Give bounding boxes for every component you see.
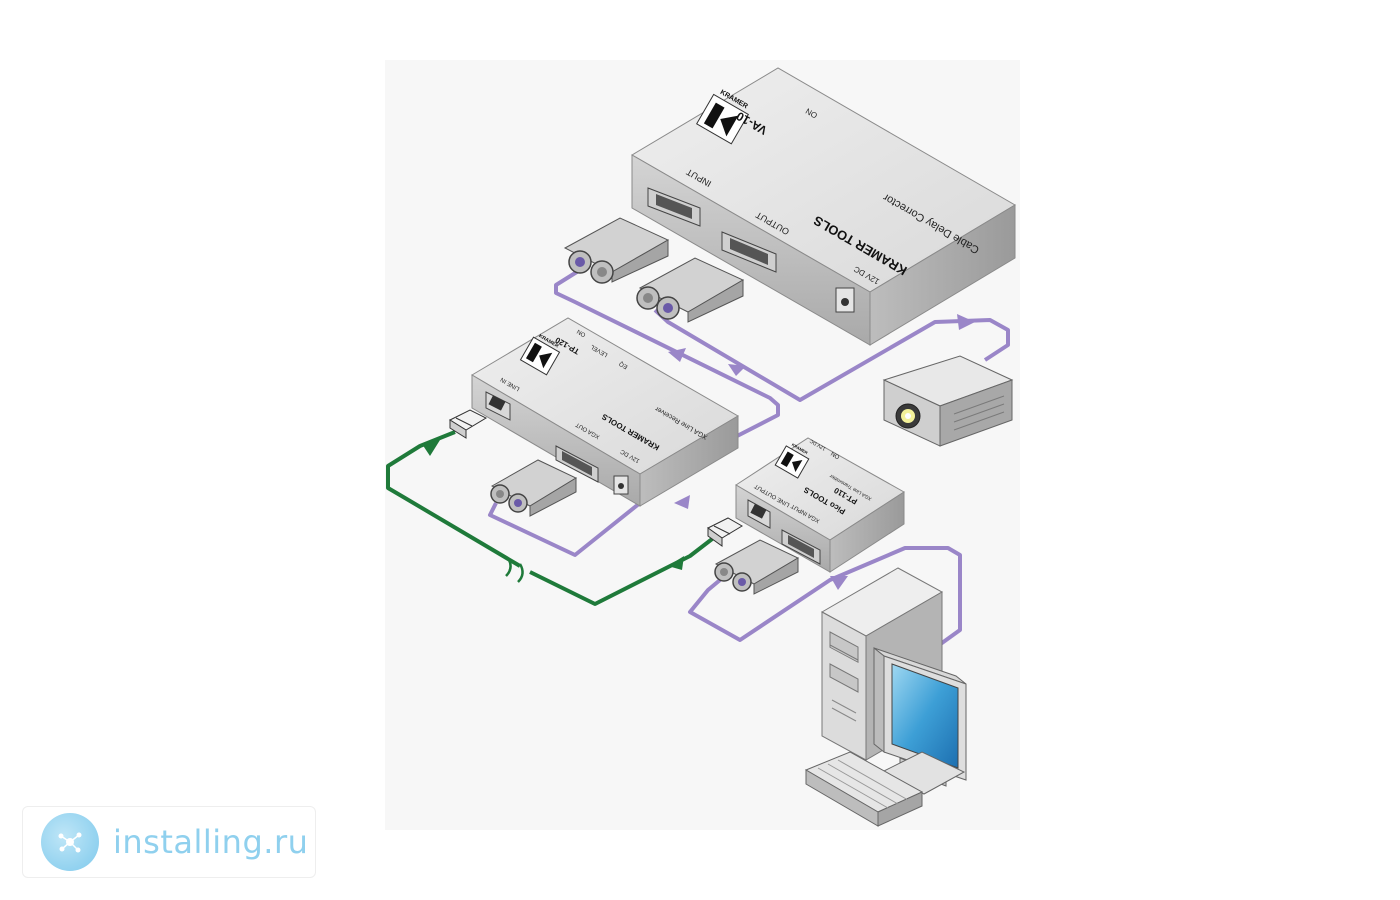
computer-icon xyxy=(804,567,967,827)
arrow-icon xyxy=(668,556,684,570)
va10-output-port xyxy=(721,231,777,273)
arrow-icon xyxy=(957,314,975,330)
pt110-rj45-plug xyxy=(707,517,743,547)
va10-power-port xyxy=(835,287,855,313)
kramer-logo-icon xyxy=(780,451,803,473)
va10-side-face xyxy=(869,204,1016,346)
pt110-on-label: ON xyxy=(830,450,841,460)
tp120-eq-label: EQ xyxy=(618,360,629,370)
tp120-output-plug xyxy=(490,459,578,517)
tp120-side-face xyxy=(639,415,739,507)
projector-icon xyxy=(882,355,1014,447)
device-va10: KRAMER VA-10 ON KRAMER TOOLS Cable Delay… xyxy=(631,67,1016,346)
pt110-line-output-port xyxy=(747,499,771,529)
kramer-logo-icon xyxy=(703,102,739,137)
pt110-input-plug xyxy=(714,539,800,595)
cable-break-icon xyxy=(505,557,524,583)
watermark: installing.ru xyxy=(22,806,316,878)
tp120-on-label: ON xyxy=(576,328,587,338)
arrow-icon xyxy=(830,576,848,590)
watermark-text: installing.ru xyxy=(113,823,309,861)
arrow-icon xyxy=(728,364,746,376)
va10-output-plug xyxy=(636,257,745,323)
tp120-line-in-port xyxy=(485,391,511,421)
tp120-xga-out-port xyxy=(555,445,599,483)
pt110-xga-input-port xyxy=(781,529,821,565)
arrow-icon xyxy=(674,495,690,509)
pc-monitor xyxy=(873,646,967,795)
device-pt110: KRAMER ON 12V DC PT-110 Pico TOOLS XGA L… xyxy=(735,437,905,573)
pc-keyboard xyxy=(804,751,924,827)
arrow-icon xyxy=(668,348,686,362)
cable-computer-to-pt110-input xyxy=(688,546,962,650)
va10-input-plug xyxy=(563,217,670,284)
tp120-rj45-plug xyxy=(448,409,488,439)
watermark-logo-icon xyxy=(41,813,99,871)
device-tp120: KRAMER TP-120 ON LEVEL EQ LINE IN KRAMER… xyxy=(471,317,739,507)
arrow-icon xyxy=(422,440,440,456)
video-cable-arrows xyxy=(668,314,975,590)
va10-input-port xyxy=(647,187,701,227)
pt110-side-face xyxy=(829,491,905,573)
cable-va10-input-to-tp120-output xyxy=(488,268,780,557)
twisted-pair-arrows xyxy=(422,440,684,570)
tp120-power-port xyxy=(613,475,629,495)
